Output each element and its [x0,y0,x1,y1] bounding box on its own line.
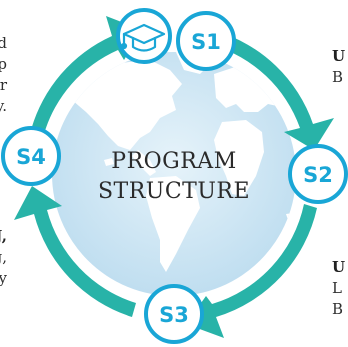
text-fragment: g, [0,248,7,266]
ring-arrow-s1-s2 [212,31,334,150]
left-top-text-fragment: d p r y. [0,33,7,117]
stage-label-s4: S4 [16,145,46,169]
stage-label-s3: S3 [159,303,189,327]
text-fragment: d [0,34,7,52]
left-bottom-text-fragment: J, g, y [0,226,7,289]
right-bottom-text-fragment: U L B [332,257,345,320]
stage-label-s2: S2 [303,163,333,187]
stage-badge-s4[interactable]: S4 [1,126,61,186]
ring-arrow-s4-s1 [31,16,142,134]
text-fragment-bold: U [332,258,346,276]
text-fragment: y [0,269,7,287]
text-fragment: L [332,279,342,297]
text-fragment: B [332,300,344,318]
graduation-cap-icon [120,23,166,52]
text-fragment: r [0,76,7,94]
stage-badge-s2[interactable]: S2 [288,144,348,204]
text-fragment: p [0,55,7,73]
text-fragment-bold: J, [0,227,7,245]
diagram-title-line2: STRUCTURE [98,179,250,204]
ring-arrow-s2-s3 [186,204,317,338]
ring-arrow-s3-s4 [14,186,136,317]
graduation-cap-badge [116,8,172,64]
right-top-text-fragment: U B [332,46,345,88]
text-fragment-bold: U [332,47,346,65]
stage-label-s1: S1 [191,30,221,54]
stage-badge-s3[interactable]: S3 [144,284,204,344]
diagram-title-line1: PROGRAM [111,149,236,174]
cycle-ring [14,16,334,338]
text-fragment: y. [0,97,7,115]
text-fragment: B [332,68,344,86]
stage-badge-s1[interactable]: S1 [176,11,236,71]
